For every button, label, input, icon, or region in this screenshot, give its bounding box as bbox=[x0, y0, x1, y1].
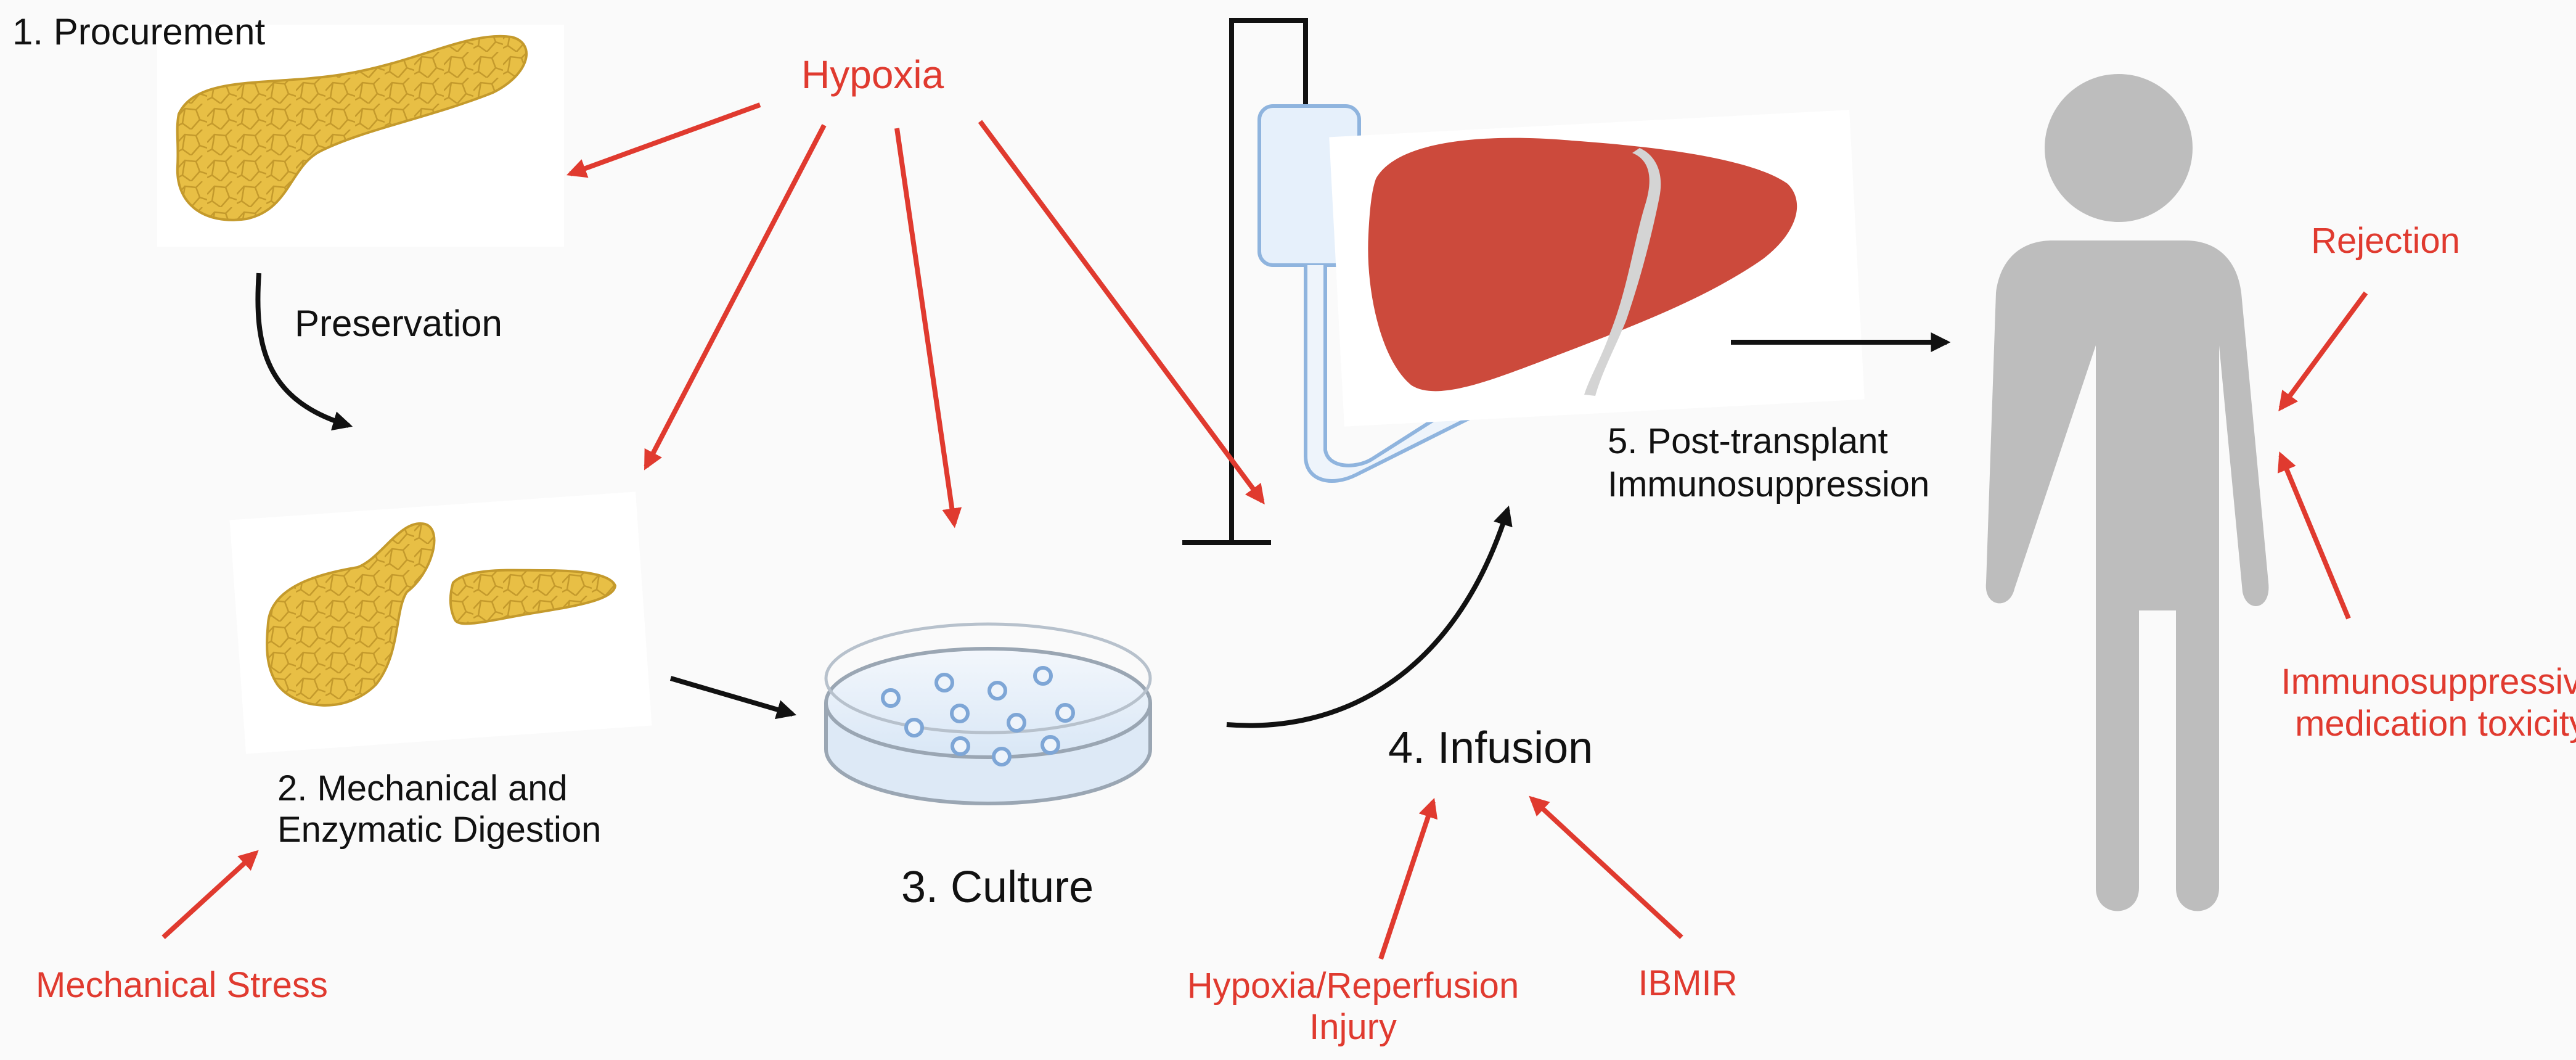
digestion-to-culture-arrow bbox=[669, 676, 797, 720]
hypoxia-reperfusion-arrow bbox=[1378, 797, 1438, 960]
preservation-arrow bbox=[255, 273, 353, 431]
digestion-label-line1: 2. Mechanical and bbox=[277, 768, 568, 808]
mechanical-stress-label: Mechanical Stress bbox=[36, 965, 328, 1005]
pancreas-whole-icon bbox=[157, 25, 564, 247]
hypoxia-reperfusion-label-line2: Injury bbox=[1309, 1007, 1397, 1047]
flow-arrows bbox=[255, 273, 1951, 728]
mechanical-stress-arrow bbox=[162, 850, 259, 939]
culture-to-infusion-arrow bbox=[1226, 505, 1513, 728]
islet-cluster-icon bbox=[881, 666, 1075, 766]
recipient-figure-icon bbox=[1985, 74, 2269, 911]
post-transplant-label-line1: 5. Post-transplant bbox=[1608, 421, 1888, 461]
infusion-label: 4. Infusion bbox=[1388, 723, 1593, 773]
stressor-labels: Hypoxia Mechanical Stress Hypoxia/Reperf… bbox=[36, 52, 2576, 1047]
hypoxia-reperfusion-label-line1: Hypoxia/Reperfusion bbox=[1187, 966, 1519, 1006]
culture-label: 3. Culture bbox=[901, 863, 1094, 912]
procurement-label: 1. Procurement bbox=[12, 11, 266, 52]
hypoxia-to-digestion-arrow bbox=[644, 124, 827, 470]
petri-dish-icon bbox=[824, 622, 1152, 805]
post-transplant-label-line2: Immunosuppression bbox=[1608, 464, 1929, 504]
rejection-arrow bbox=[2278, 291, 2368, 412]
digestion-label-line2: Enzymatic Digestion bbox=[277, 810, 601, 850]
preservation-label: Preservation bbox=[295, 303, 502, 344]
stressor-arrows bbox=[162, 102, 2368, 960]
toxicity-label-line1: Immunosuppressive bbox=[2281, 662, 2576, 702]
hypoxia-to-infusion-arrow bbox=[978, 120, 1265, 505]
hypoxia-label: Hypoxia bbox=[801, 52, 944, 97]
toxicity-label-line2: medication toxicity bbox=[2295, 704, 2576, 744]
ibmir-label: IBMIR bbox=[1638, 963, 1737, 1003]
step-labels: 1. Procurement Preservation 2. Mechanica… bbox=[12, 11, 1929, 912]
rejection-label: Rejection bbox=[2311, 221, 2460, 261]
liver-icon bbox=[1329, 110, 1865, 427]
hypoxia-to-culture-arrow bbox=[894, 128, 962, 528]
ibmir-arrow bbox=[1529, 795, 1683, 939]
toxicity-arrow bbox=[2278, 451, 2351, 620]
hypoxia-to-procurement-arrow bbox=[566, 102, 761, 178]
pancreas-fragments-icon bbox=[229, 491, 652, 754]
